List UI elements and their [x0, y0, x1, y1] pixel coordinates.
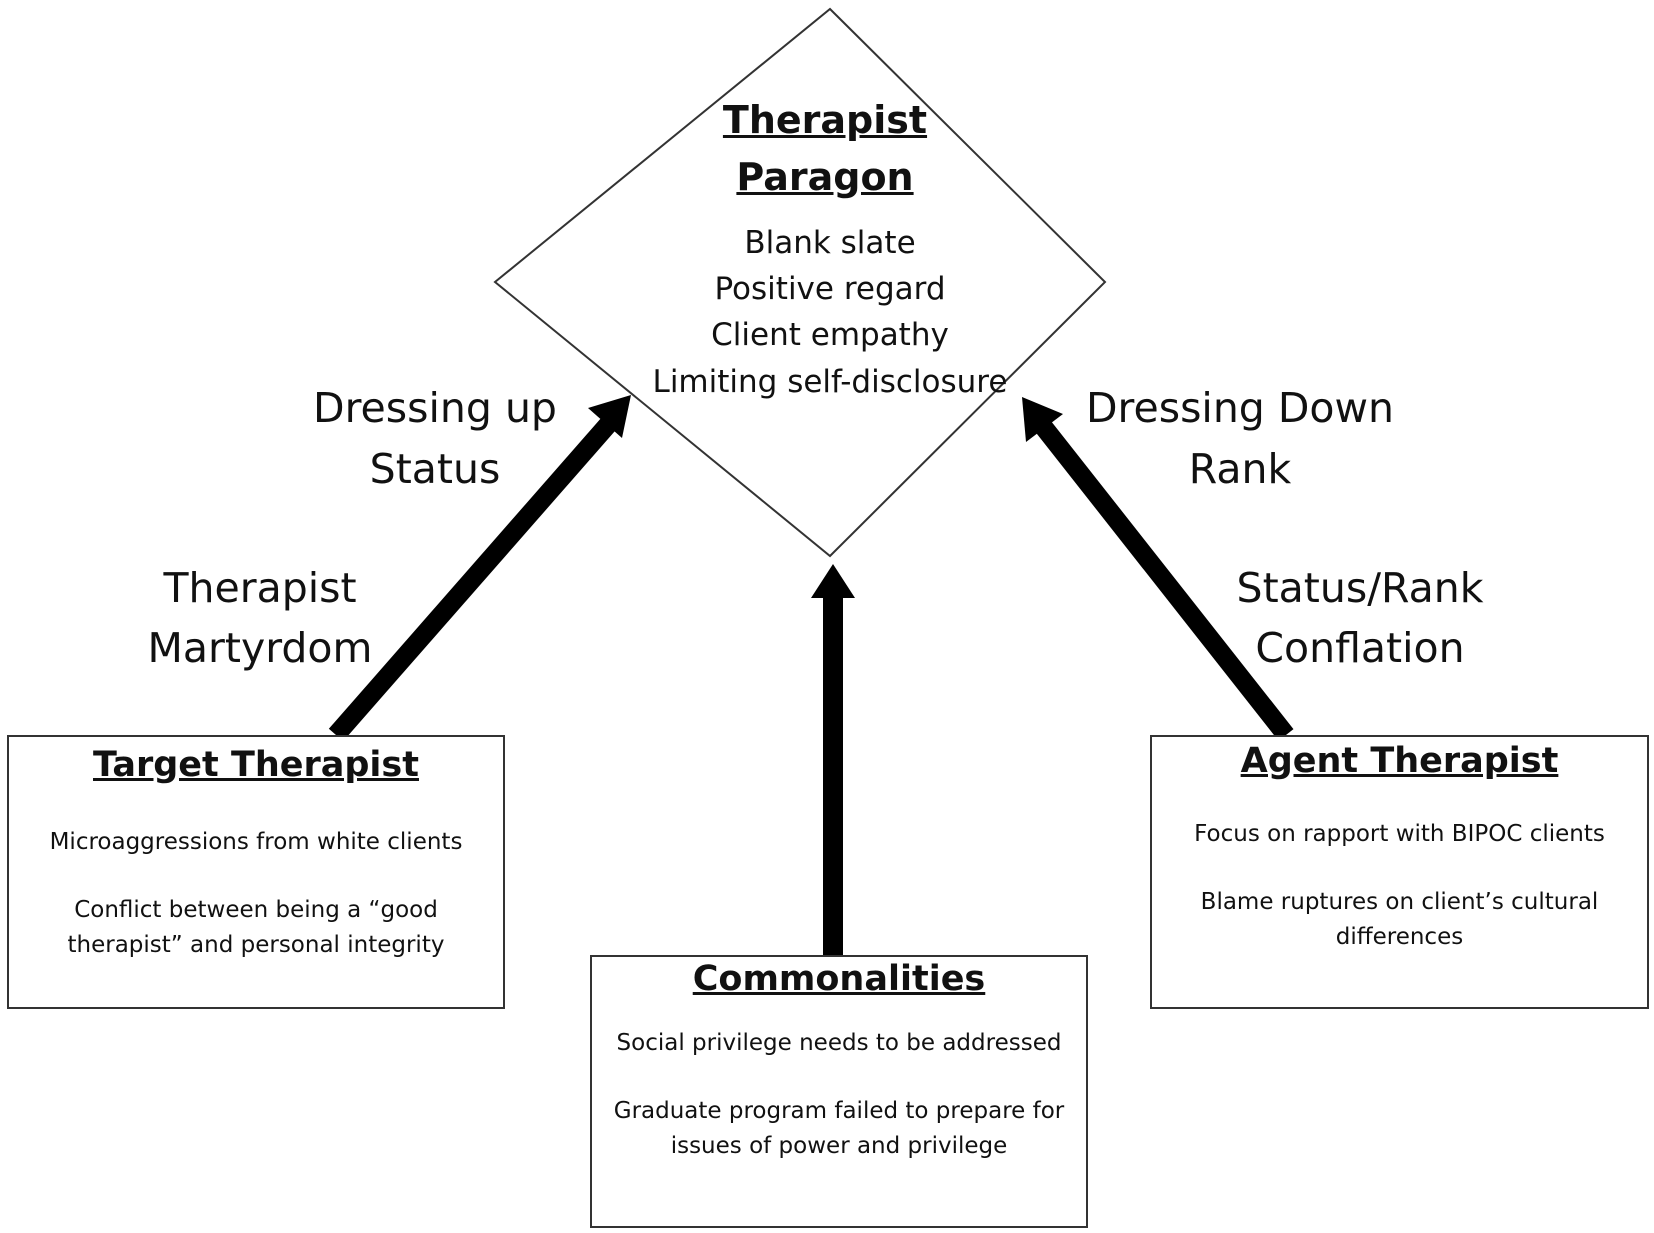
right-arrow-head	[1022, 397, 1063, 442]
paragon-item: Positive regard	[714, 271, 946, 307]
commonalities-box: Commonalities Social privilege needs to …	[590, 955, 1088, 1228]
target-therapist-item: Conflict between being a “good therapist…	[67, 897, 445, 958]
center-arrow-head	[811, 564, 855, 598]
paragon-item: Client empathy	[711, 317, 949, 353]
agent-therapist-item: Focus on rapport with BIPOC clients	[1194, 821, 1605, 847]
therapist-martyrdom-label-line2: Martyrdom	[147, 624, 373, 672]
dressing-down-rank-label-line1: Dressing Down	[1085, 384, 1395, 432]
agent-therapist-box: Agent Therapist Focus on rapport with BI…	[1150, 735, 1649, 1009]
left-arrow-shaft	[328, 413, 620, 742]
status-rank-conflation-label-line1: Status/Rank	[1236, 564, 1484, 612]
agent-therapist-title: Agent Therapist	[1240, 741, 1559, 781]
right-arrow-shaft	[1034, 419, 1294, 741]
dressing-up-status-label-line2: Status	[369, 445, 501, 493]
target-therapist-item: Microaggressions from white clients	[49, 829, 463, 855]
status-rank-conflation-label-line2: Conflation	[1255, 624, 1465, 672]
commonalities-title: Commonalities	[692, 959, 986, 999]
target-therapist-box: Target Therapist Microaggressions from w…	[7, 735, 505, 1009]
paragon-title-line1: Therapist	[722, 98, 928, 142]
therapist-martyrdom-label-line1: Therapist	[163, 564, 357, 612]
paragon-item: Blank slate	[744, 225, 916, 261]
paragon-title-line2: Paragon	[736, 155, 914, 199]
commonalities-item: Social privilege needs to be addressed	[616, 1030, 1062, 1056]
dressing-up-status-label-line1: Dressing up	[313, 384, 557, 432]
left-arrow-head	[588, 395, 631, 438]
agent-therapist-item: Blame ruptures on client’s cultural diff…	[1200, 889, 1599, 950]
commonalities-item: Graduate program failed to prepare for i…	[613, 1098, 1065, 1159]
paragon-diamond	[493, 7, 1107, 558]
dressing-down-rank-label-line2: Rank	[1188, 445, 1292, 493]
target-therapist-title: Target Therapist	[93, 745, 419, 785]
paragon-item: Limiting self-disclosure	[652, 364, 1008, 400]
